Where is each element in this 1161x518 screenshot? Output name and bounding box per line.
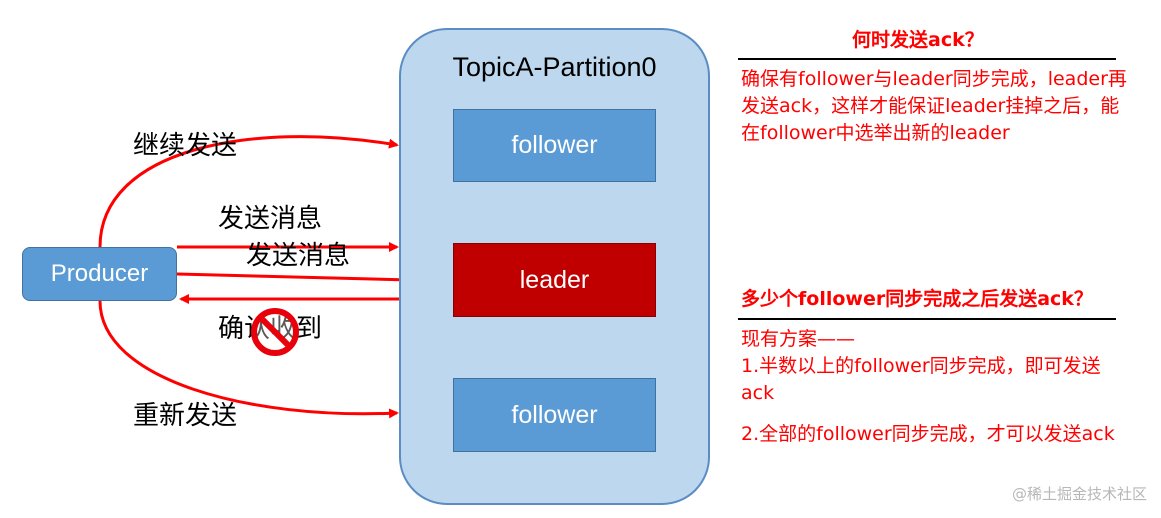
- follower-top-node: follower: [453, 109, 656, 182]
- watermark: @稀土掘金技术社区: [1011, 485, 1147, 503]
- arrow-continue-send: [98, 135, 399, 248]
- heading-rule-1: [738, 58, 1116, 60]
- annotation-option-2: 2.全部的follower同步完成，才可以发送ack: [741, 423, 1115, 445]
- label-send-message-2: 发送消息: [246, 241, 351, 271]
- annotation-how-many: 现有方案—— 1.半数以上的follower同步完成，即可发送ack 2.全部的…: [741, 326, 1133, 448]
- label-send-message-1: 发送消息: [218, 204, 323, 234]
- label-resend: 重新发送: [133, 401, 238, 431]
- annotation-when-ack-body: 确保有follower与leader同步完成，leader再发送ack，这样才能…: [741, 68, 1127, 144]
- partition-title: TopicA-Partition0: [452, 52, 657, 82]
- heading-how-many: 多少个follower同步完成之后发送ack？: [741, 288, 1093, 310]
- annotation-option-1: 1.半数以上的follower同步完成，即可发送ack: [741, 355, 1101, 404]
- prohibited-icon: [251, 308, 299, 356]
- label-continue-send: 继续发送: [133, 131, 238, 161]
- heading-rule-2: [738, 318, 1116, 320]
- producer-node: Producer: [22, 247, 177, 301]
- follower-bottom-node: follower: [453, 378, 656, 452]
- arrow-resend: [98, 300, 399, 419]
- annotation-when-ack: 确保有follower与leader同步完成，leader再发送ack，这样才能…: [741, 66, 1133, 147]
- leader-node: leader: [453, 243, 656, 317]
- annotation-intro: 现有方案——: [741, 328, 856, 350]
- heading-when-ack: 何时发送ack？: [852, 29, 984, 51]
